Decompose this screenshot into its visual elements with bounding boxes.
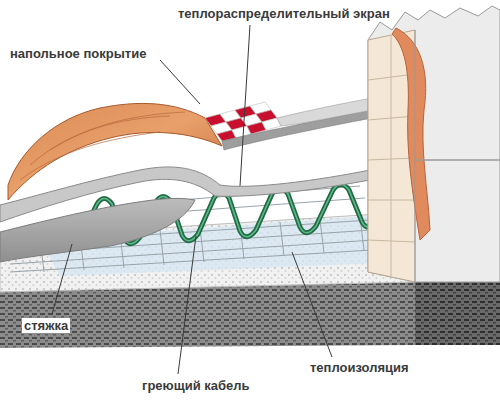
part-label: стяжка bbox=[22, 318, 70, 333]
part-label: греющий кабель bbox=[140, 378, 252, 393]
heat-distribution-screen bbox=[0, 167, 380, 222]
concrete-base bbox=[0, 282, 500, 348]
part-label: теплораспределительный экран bbox=[176, 6, 392, 21]
part-label: напольное покрытие bbox=[8, 46, 148, 61]
floor-covering bbox=[8, 103, 222, 200]
part-label: теплоизоляция bbox=[308, 360, 411, 375]
wall bbox=[368, 6, 500, 282]
leader-lines bbox=[52, 25, 332, 374]
ceramic-tiles bbox=[205, 98, 372, 150]
